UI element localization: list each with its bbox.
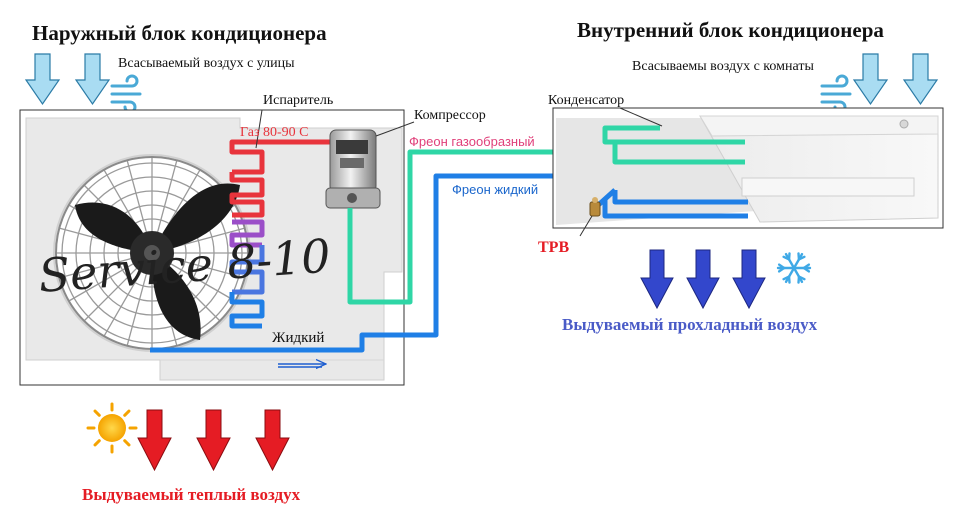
hot-gas-coil xyxy=(229,139,330,218)
liquid-label: Жидкий xyxy=(272,330,324,346)
outdoor-title: Наружный блок кондиционера xyxy=(32,21,327,45)
compressor xyxy=(325,129,381,209)
fan xyxy=(53,154,251,352)
trv-valve xyxy=(589,197,601,217)
gas-temp-label: Газ 80-90 С xyxy=(240,125,309,140)
cool-arrow-icon xyxy=(640,249,674,310)
gas-pipe-label: Фреон газообразный xyxy=(409,134,535,149)
cool-arrow-icon xyxy=(686,249,720,310)
warm-arrow-icon xyxy=(255,409,290,472)
cool-air-label: Выдуваемый прохладный воздух xyxy=(562,315,818,334)
intake-arrow-icon xyxy=(24,53,61,106)
cool-arrow-icon xyxy=(732,249,766,310)
trv-pointer xyxy=(579,215,593,237)
intake-arrow-icon xyxy=(74,53,111,106)
evaporator-label: Испаритель xyxy=(263,93,333,108)
outdoor-intake-arrows xyxy=(24,53,111,106)
intake-arrow-icon xyxy=(902,53,939,106)
cool-air-arrows xyxy=(640,249,766,310)
intake-arrow-icon xyxy=(852,53,889,106)
compressor-pointer xyxy=(375,121,415,137)
warm-air-label: Выдуваемый теплый воздух xyxy=(82,485,301,504)
warm-arrow-icon xyxy=(196,409,231,472)
indoor-intake-arrows xyxy=(852,53,939,106)
transition-coil xyxy=(229,219,265,295)
indoor-unit xyxy=(552,107,944,229)
outdoor-intake-label: Всасываемый воздух с улицы xyxy=(118,56,295,71)
indoor-intake-label: Всасываемы воздух с комнаты xyxy=(632,59,814,74)
trv-label: ТРВ xyxy=(538,239,569,256)
indoor-title: Внутренний блок кондиционера xyxy=(577,18,884,42)
liquid-coil xyxy=(229,292,265,329)
evaporator-pointer xyxy=(255,109,263,149)
wind-icon xyxy=(820,74,852,114)
indoor-gas-coil xyxy=(602,125,745,165)
compressor-label: Компрессор xyxy=(414,108,486,123)
wind-icon xyxy=(110,74,142,114)
sun-icon xyxy=(86,402,138,454)
condenser-label: Конденсатор xyxy=(548,93,624,108)
snowflake-icon xyxy=(776,252,812,284)
warm-arrow-icon xyxy=(137,409,172,472)
liquid-pipe-label: Фреон жидкий xyxy=(452,182,538,197)
condenser-pointer xyxy=(619,107,663,127)
warm-air-arrows xyxy=(137,409,290,472)
